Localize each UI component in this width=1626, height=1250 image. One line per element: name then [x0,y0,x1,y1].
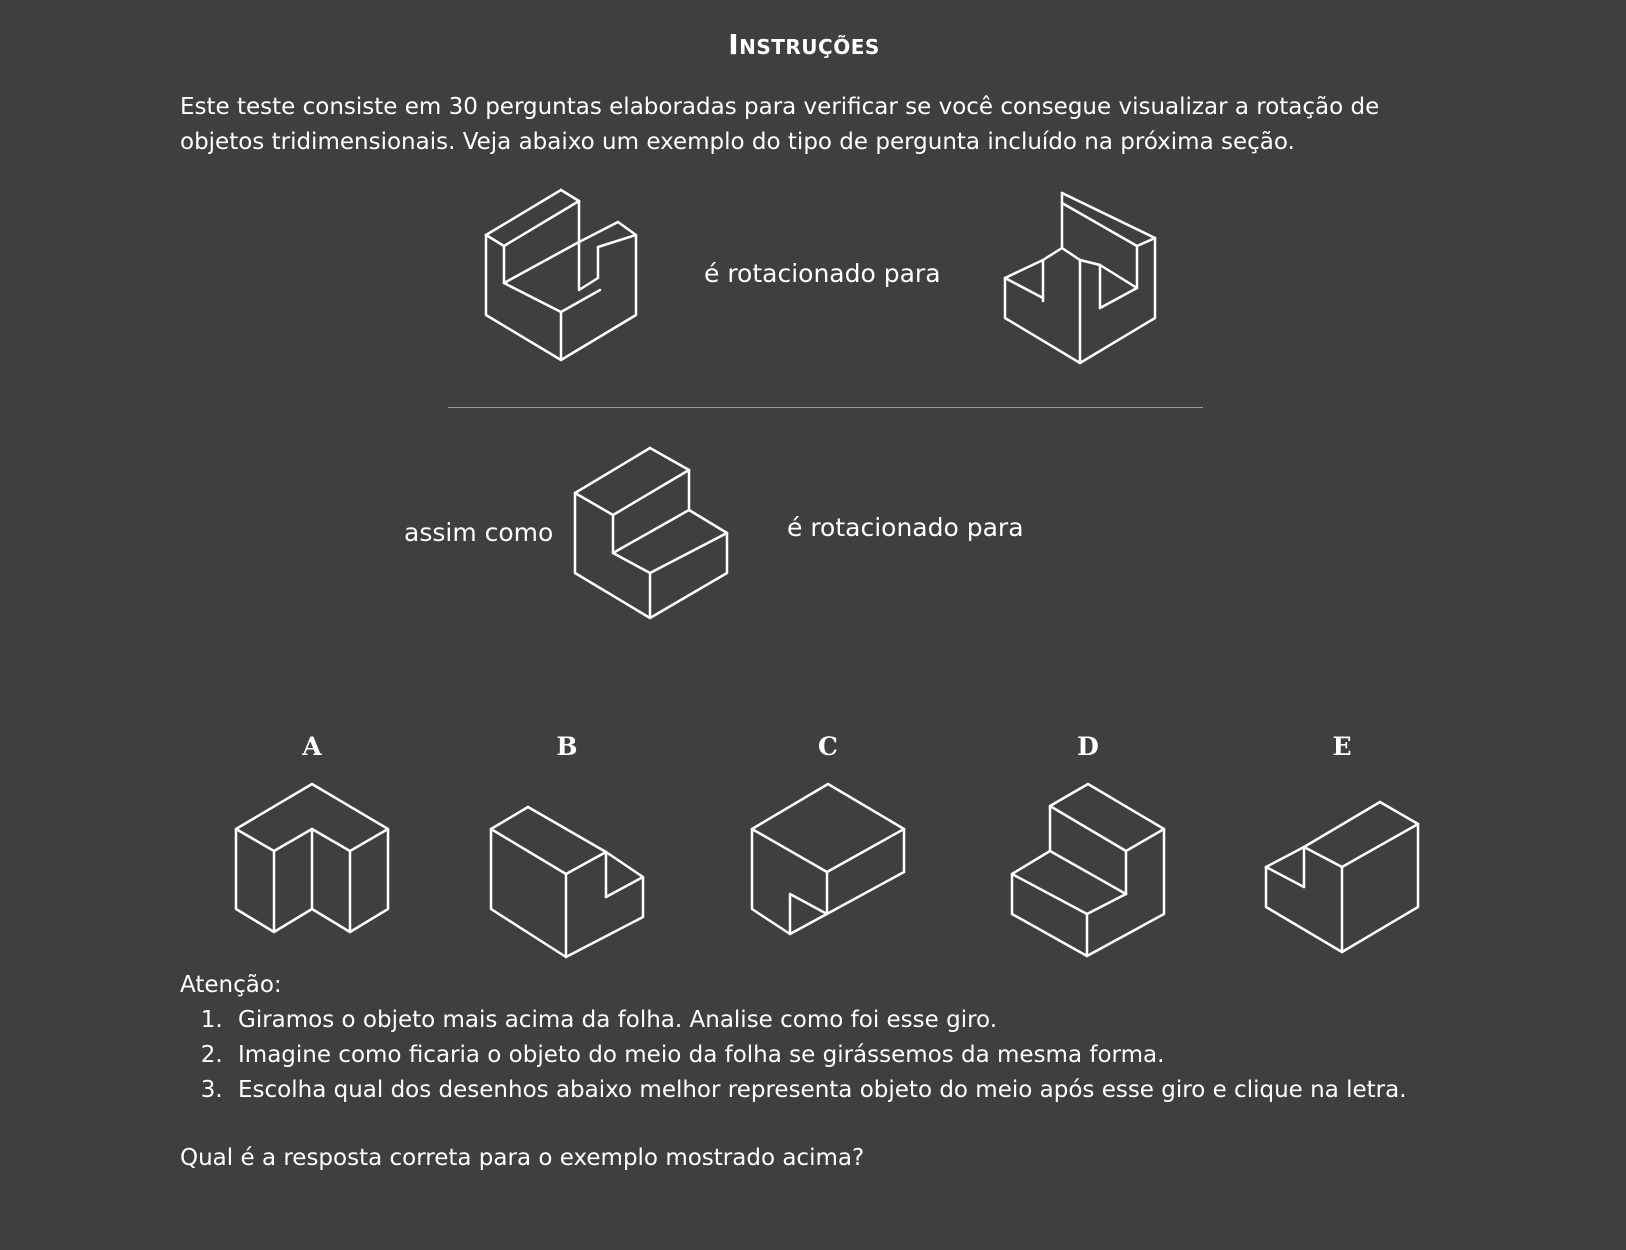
option-letter-c[interactable]: C [818,732,838,761]
attention-steps: Giramos o objeto mais acima da folha. An… [180,1003,1580,1108]
option-e[interactable]: E [1264,732,1420,957]
example-divider [448,407,1203,408]
source-object-figure [484,188,638,362]
option-e-figure[interactable] [1264,800,1420,954]
intro-text: Este teste consiste em 30 perguntas elab… [180,94,1380,155]
option-a-figure[interactable] [234,782,390,934]
option-letter-b[interactable]: B [556,732,578,761]
page-title: Instruções [728,28,880,61]
option-c-figure[interactable] [750,782,906,936]
rotated-to-label: é rotacionado para [704,259,941,288]
option-d-figure[interactable] [1010,782,1166,958]
option-letter-e[interactable]: E [1332,732,1352,761]
attention-heading: Atenção: [180,972,282,998]
option-b[interactable]: B [489,732,645,959]
attention-step-1: Giramos o objeto mais acima da folha. An… [230,1003,1580,1038]
option-c[interactable]: C [750,732,906,937]
option-letter-a[interactable]: A [302,732,322,761]
attention-step-2: Imagine como ficaria o objeto do meio da… [230,1038,1580,1073]
attention-step-3: Escolha qual dos desenhos abaixo melhor … [230,1073,1580,1108]
option-d[interactable]: D [1010,732,1166,958]
middle-object-figure [573,446,729,620]
as-label: assim como [404,518,554,547]
rotated-to-label-2: é rotacionado para [787,513,1024,542]
option-letter-d[interactable]: D [1077,732,1099,761]
question-text: Qual é a resposta correta para o exemplo… [180,1145,865,1171]
rotated-object-figure [1003,191,1157,365]
attention-section: Atenção: Giramos o objeto mais acima da … [180,968,1580,1108]
option-b-figure[interactable] [489,805,645,959]
option-a[interactable]: A [234,732,390,934]
